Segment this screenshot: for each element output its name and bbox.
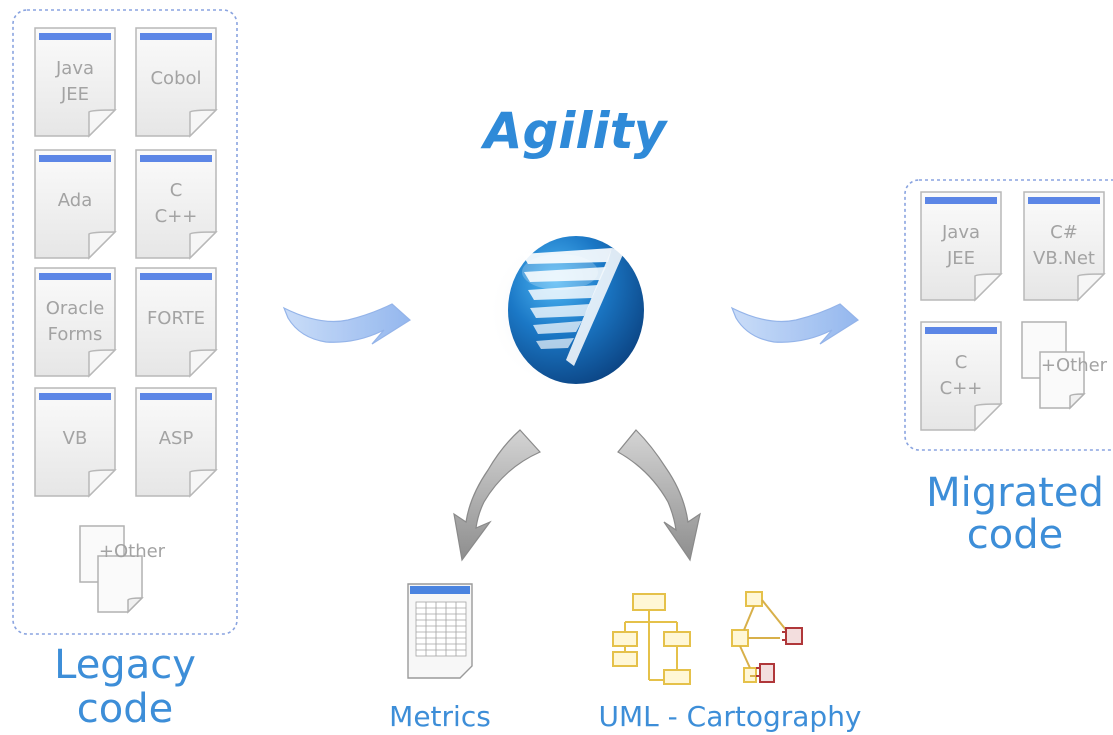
- arrow-down-right-icon: [617, 429, 701, 562]
- metrics-spreadsheet-icon: [407, 583, 473, 679]
- file-type-label: Cobol: [150, 68, 201, 89]
- uml-label: UML - Cartography: [598, 700, 861, 733]
- file-type-label: C: [170, 180, 183, 201]
- legacy-file-doc-icon: FORTE: [135, 267, 217, 377]
- arrow-right-icon: [282, 303, 411, 345]
- migrated-label-line1: Migrated: [926, 470, 1104, 516]
- file-type-label: Java: [55, 58, 94, 79]
- agility-logo-icon: [488, 236, 644, 388]
- file-type-label: FORTE: [147, 308, 205, 329]
- diagram-title: Agility: [480, 102, 669, 160]
- migrated-other-label: +Other: [1041, 355, 1108, 376]
- arrow-right-icon: [730, 303, 859, 345]
- legacy-file-doc-icon: C C++: [135, 149, 217, 259]
- legacy-label-line2: code: [77, 686, 173, 732]
- file-type-label: C++: [155, 206, 198, 227]
- file-type-label: C: [955, 352, 968, 373]
- metrics-label: Metrics: [389, 700, 491, 733]
- legacy-file-doc-icon: VB: [34, 387, 116, 497]
- file-type-label: Java: [941, 222, 980, 243]
- migrated-file-doc-icon: C# VB.Net: [1023, 191, 1105, 301]
- file-type-label: C++: [940, 378, 983, 399]
- uml-component-icon: [731, 591, 803, 683]
- arrow-down-left-icon: [453, 429, 542, 562]
- migrated-other-icon: +Other: [1021, 321, 1108, 409]
- uml-flowchart-icon: [612, 593, 691, 685]
- file-type-label: Ada: [58, 190, 92, 211]
- legacy-other-label: +Other: [99, 541, 166, 562]
- file-type-label: C#: [1050, 222, 1078, 243]
- file-type-label: JEE: [60, 84, 89, 105]
- file-type-label: Oracle: [46, 298, 105, 319]
- legacy-file-doc-icon: Cobol: [135, 27, 217, 137]
- migrated-label-line2: code: [967, 512, 1063, 558]
- file-type-label: JEE: [946, 248, 975, 269]
- legacy-file-doc-icon: ASP: [135, 387, 217, 497]
- file-type-label: Forms: [48, 324, 103, 345]
- legacy-label-line1: Legacy: [54, 642, 196, 688]
- legacy-other-icon: +Other: [79, 525, 166, 613]
- file-type-label: VB: [63, 428, 88, 449]
- migrated-file-doc-icon: C C++: [920, 321, 1002, 431]
- file-type-label: ASP: [159, 428, 194, 449]
- file-type-label: VB.Net: [1033, 248, 1095, 269]
- legacy-file-doc-icon: Ada: [34, 149, 116, 259]
